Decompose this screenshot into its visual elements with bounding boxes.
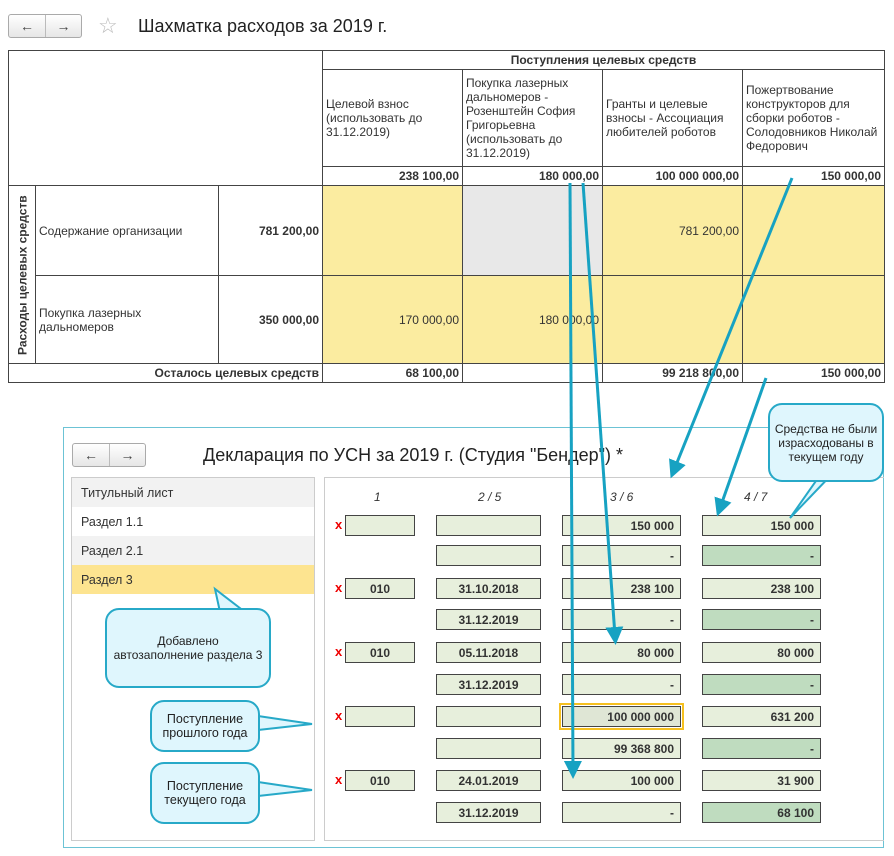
- column-header: Пожертвование конструкторов для сборки р…: [742, 69, 885, 167]
- form-field[interactable]: 31.12.2019: [436, 609, 541, 630]
- row-amount: 350 000,00: [218, 275, 323, 364]
- form-field[interactable]: -: [562, 609, 681, 630]
- forward-button[interactable]: →: [109, 444, 145, 466]
- row-amount: 781 200,00: [218, 185, 323, 276]
- x-mark[interactable]: x: [335, 708, 343, 723]
- form-field[interactable]: [345, 706, 415, 727]
- row-name: Покупка лазерных дальномеров: [35, 275, 219, 364]
- form-field[interactable]: 100 000 000: [559, 703, 684, 730]
- table-cell[interactable]: 170 000,00: [322, 275, 463, 364]
- form-field[interactable]: 80 000: [562, 642, 681, 663]
- form-field[interactable]: 80 000: [702, 642, 821, 663]
- declaration-title: Декларация по УСН за 2019 г. (Студия "Бе…: [203, 445, 624, 465]
- form-field[interactable]: -: [562, 545, 681, 566]
- callout-prev-year: Поступление прошлого года: [150, 700, 260, 752]
- form-field[interactable]: [345, 515, 415, 536]
- remaining: [462, 363, 603, 383]
- section-item-selected[interactable]: Раздел 3: [72, 565, 314, 594]
- form-field[interactable]: 05.11.2018: [436, 642, 541, 663]
- form-field[interactable]: 010: [345, 642, 415, 663]
- form-field[interactable]: -: [702, 674, 821, 695]
- page-title: Шахматка расходов за 2019 г.: [138, 16, 388, 36]
- section-item[interactable]: Раздел 1.1: [81, 514, 144, 529]
- table-cell[interactable]: [742, 275, 885, 364]
- remaining: 68 100,00: [322, 363, 463, 383]
- section-item[interactable]: Раздел 2.1: [72, 536, 314, 565]
- callout-autofill: Добавлено автозаполнение раздела 3: [105, 608, 271, 688]
- group-header: Поступления целевых средств: [322, 50, 885, 70]
- column-total: 150 000,00: [742, 166, 885, 186]
- star-icon[interactable]: ☆: [98, 13, 118, 38]
- form-field[interactable]: 99 368 800: [562, 738, 681, 759]
- table-cell[interactable]: [322, 185, 463, 276]
- form-field[interactable]: 31.12.2019: [436, 674, 541, 695]
- form-field[interactable]: 68 100: [702, 802, 821, 823]
- chess-table: Поступления целевых средств Целевой взно…: [8, 50, 885, 383]
- form-field[interactable]: 238 100: [702, 578, 821, 599]
- form-field[interactable]: 100 000: [562, 770, 681, 791]
- column-total: 100 000 000,00: [602, 166, 743, 186]
- nav-buttons: ←→: [8, 14, 82, 38]
- back-button[interactable]: ←: [84, 447, 98, 463]
- table-cell[interactable]: [742, 185, 885, 276]
- form-field[interactable]: [436, 545, 541, 566]
- table-cell[interactable]: 180 000,00: [462, 275, 603, 364]
- column-header: Покупка лазерных дальномеров - Розенштей…: [462, 69, 603, 167]
- column-header: Гранты и целевые взносы - Ассоциация люб…: [602, 69, 743, 167]
- form-field[interactable]: [436, 515, 541, 536]
- row-group-label: Расходы целевых средств: [8, 185, 36, 364]
- column-total: 180 000,00: [462, 166, 603, 186]
- remaining: 99 218 800,00: [602, 363, 743, 383]
- forward-button[interactable]: →: [45, 15, 81, 37]
- form-field[interactable]: 31 900: [702, 770, 821, 791]
- callout-cur-year: Поступление текущего года: [150, 762, 260, 824]
- form-field[interactable]: 238 100: [562, 578, 681, 599]
- section-item[interactable]: Титульный лист: [72, 478, 314, 507]
- section-list: Титульный лист Раздел 1.1 Раздел 2.1 Раз…: [71, 477, 315, 841]
- column-number: 4 / 7: [744, 490, 768, 504]
- form-field[interactable]: 631 200: [702, 706, 821, 727]
- form-field[interactable]: -: [702, 738, 821, 759]
- x-mark[interactable]: x: [335, 644, 343, 659]
- form-field[interactable]: [436, 706, 541, 727]
- form-field[interactable]: 150 000: [702, 515, 821, 536]
- column-number: 2 / 5: [478, 490, 502, 504]
- table-cell[interactable]: 781 200,00: [602, 185, 743, 276]
- x-mark[interactable]: x: [335, 580, 343, 595]
- form-field[interactable]: 010: [345, 770, 415, 791]
- column-total: 238 100,00: [322, 166, 463, 186]
- footer-label: Осталось целевых средств: [8, 363, 323, 383]
- decl-nav-buttons: ←→: [72, 443, 146, 467]
- row-name: Содержание организации: [35, 185, 219, 276]
- callout-not-spent: Средства не были израсходованы в текущем…: [768, 403, 884, 482]
- form-field[interactable]: -: [702, 545, 821, 566]
- form-field[interactable]: 31.10.2018: [436, 578, 541, 599]
- table-cell[interactable]: [462, 185, 603, 276]
- declaration-window: [63, 427, 884, 848]
- column-header: Целевой взнос (использовать до 31.12.201…: [322, 69, 463, 167]
- back-button[interactable]: ←: [20, 18, 34, 34]
- form-field[interactable]: 010: [345, 578, 415, 599]
- form-field[interactable]: 24.01.2019: [436, 770, 541, 791]
- x-mark[interactable]: x: [335, 772, 343, 787]
- table-cell[interactable]: [602, 275, 743, 364]
- form-field[interactable]: 31.12.2019: [436, 802, 541, 823]
- x-mark[interactable]: x: [335, 517, 343, 532]
- form-field[interactable]: [436, 738, 541, 759]
- column-number: 1: [374, 490, 381, 504]
- form-field[interactable]: -: [702, 609, 821, 630]
- form-field[interactable]: -: [562, 802, 681, 823]
- form-field[interactable]: -: [562, 674, 681, 695]
- remaining: 150 000,00: [742, 363, 885, 383]
- form-field[interactable]: 150 000: [562, 515, 681, 536]
- column-number: 3 / 6: [610, 490, 634, 504]
